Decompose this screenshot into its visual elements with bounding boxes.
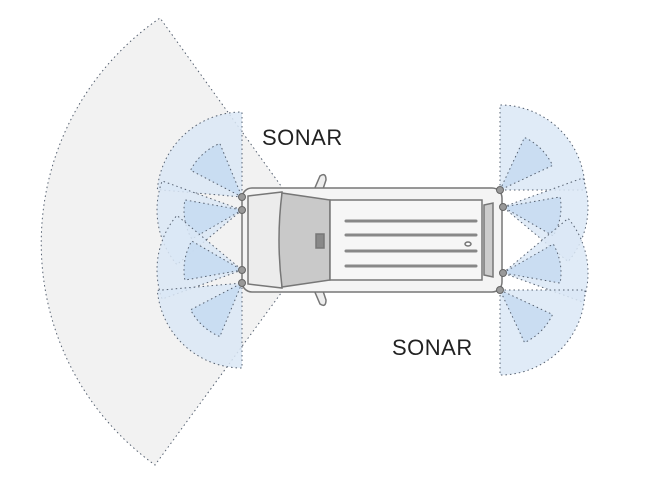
antenna (464, 241, 472, 247)
sensor-front-right-inner (238, 266, 246, 274)
sonar-sensors (238, 186, 507, 294)
sonar-core-front-right-corner (189, 281, 243, 338)
rear-window (483, 202, 494, 278)
sensor-front-left-corner (238, 193, 246, 201)
sensor-front-right-corner (238, 279, 246, 287)
sonar-core-rear-left-inner (501, 196, 562, 237)
sensor-rear-left-corner (496, 186, 504, 194)
car (241, 173, 503, 307)
windshield (278, 192, 331, 288)
roof (329, 199, 483, 281)
sonar-core-front-right-inner (183, 240, 244, 281)
rear-sonar-label: SONAR (392, 335, 473, 360)
sensor-rear-left-inner (499, 203, 507, 211)
sonar-core-front-left-corner (189, 142, 243, 199)
sonar-core-rear-left-corner (498, 136, 554, 192)
sonar-core-rear-right-inner (501, 243, 562, 284)
sensor-rear-right-corner (496, 286, 504, 294)
sonar-core-front-left-inner (183, 199, 244, 240)
sensor-rear-right-inner (499, 269, 507, 277)
camera (315, 233, 325, 249)
sensor-front-left-inner (238, 206, 246, 214)
hood (247, 191, 283, 289)
sonar-core-rear-right-corner (498, 288, 554, 344)
roof-rails (344, 219, 478, 268)
front-sonar-label: SONAR (262, 125, 343, 150)
sonar-zones (156, 104, 589, 376)
